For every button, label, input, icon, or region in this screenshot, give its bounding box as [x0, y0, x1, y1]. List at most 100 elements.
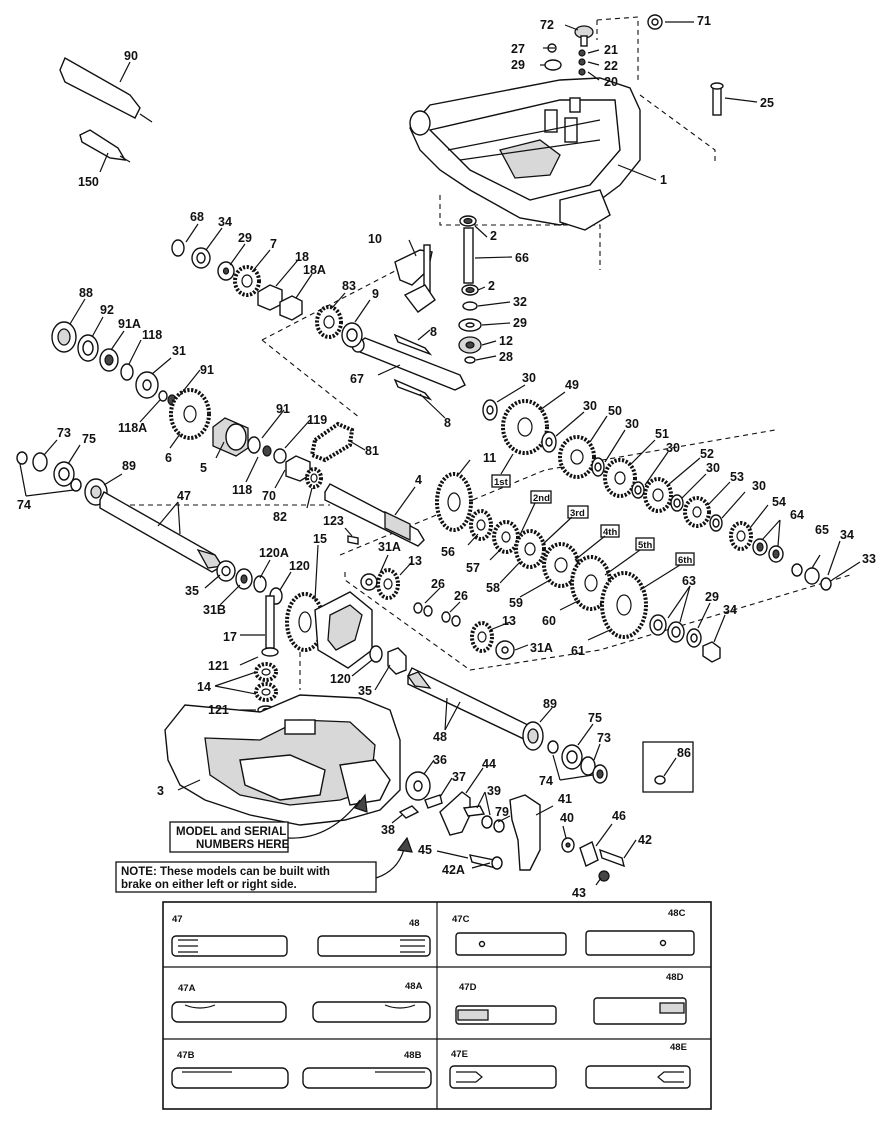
callout-64: 64	[790, 508, 804, 522]
callout-74-left: 74	[17, 498, 31, 512]
callout-118a: 118A	[118, 421, 147, 435]
callout-7: 7	[270, 237, 277, 251]
callout-5: 5	[200, 461, 207, 475]
callout-61: 61	[571, 644, 585, 658]
axle-spacers-left	[204, 559, 292, 606]
callout-29-top: 29	[511, 58, 525, 72]
countershaft-4	[324, 483, 425, 547]
shaft-label-47c: 47C	[452, 914, 470, 925]
callout-37: 37	[452, 770, 466, 784]
shaft-cell-47e-48e	[449, 1065, 691, 1089]
callout-51: 51	[655, 427, 669, 441]
brake-assembly-parts	[391, 759, 637, 886]
shift-fork-and-shaft	[351, 239, 466, 419]
callout-89-right: 89	[543, 697, 557, 711]
callout-120a: 120A	[259, 546, 289, 560]
callout-59: 59	[509, 596, 523, 610]
callout-75-right: 75	[588, 711, 602, 725]
callout-30-d: 30	[666, 441, 680, 455]
gear-label-4th: 4th	[603, 527, 617, 538]
callout-3: 3	[157, 784, 164, 798]
callout-121-upper: 121	[208, 659, 229, 673]
callout-13-lower: 13	[502, 614, 516, 628]
callout-90: 90	[124, 49, 138, 63]
callout-31: 31	[172, 344, 186, 358]
callout-68: 68	[190, 210, 204, 224]
callout-123: 123	[323, 514, 344, 528]
gear-label-2nd: 2nd	[533, 493, 550, 504]
callout-30-a: 30	[522, 371, 536, 385]
callout-35-left: 35	[185, 584, 199, 598]
model-serial-line-1: MODEL and SERIAL	[176, 826, 286, 838]
gear-stack-lower	[435, 459, 726, 663]
callout-79: 79	[495, 805, 509, 819]
shaft-label-47d: 47D	[459, 982, 477, 993]
callout-91a: 91A	[118, 317, 141, 331]
callout-34-right: 34	[840, 528, 854, 542]
callout-47: 47	[177, 489, 191, 503]
callout-46: 46	[612, 809, 626, 823]
callout-75-left: 75	[82, 432, 96, 446]
axle-47	[99, 491, 224, 573]
shaft-cell-47d-48d	[455, 997, 687, 1025]
callout-9: 9	[372, 287, 379, 301]
callout-54: 54	[772, 495, 786, 509]
callout-39: 39	[487, 784, 501, 798]
callout-31b: 31B	[203, 603, 226, 617]
gear-label-1st: 1st	[494, 477, 509, 488]
callout-83: 83	[342, 279, 356, 293]
shaft-cell-47a-48a	[171, 1001, 431, 1023]
shaft-table-labels: 47 48 47C 48C 47A 48A 47D 48D 47B 48B 47…	[172, 908, 687, 1061]
callout-17: 17	[223, 630, 237, 644]
note-texts: MODEL and SERIAL NUMBERS HERE NOTE: Thes…	[121, 826, 330, 891]
left-bearing-stack	[51, 298, 211, 449]
callout-12: 12	[499, 334, 513, 348]
sprocket-83-and-bearing-9	[315, 292, 371, 348]
callout-18a: 18A	[303, 263, 326, 277]
callout-82: 82	[273, 510, 287, 524]
callout-15: 15	[313, 532, 327, 546]
callout-27: 27	[511, 42, 525, 56]
callout-29-shifter: 29	[513, 316, 527, 330]
callout-60: 60	[542, 614, 556, 628]
part-86-box	[642, 741, 694, 793]
callout-92: 92	[100, 303, 114, 317]
grease-tube-parts	[59, 57, 153, 173]
callout-26-a: 26	[431, 577, 445, 591]
callout-13-upper: 13	[408, 554, 422, 568]
callout-14: 14	[197, 680, 211, 694]
upper-small-parts	[540, 14, 758, 181]
callout-34-top: 34	[218, 215, 232, 229]
shaft-label-48b: 48B	[404, 1050, 422, 1061]
shaft-cell-47c-48c	[455, 930, 695, 956]
callout-121-lower: 121	[208, 703, 229, 717]
callout-86: 86	[677, 746, 691, 760]
callout-20: 20	[604, 75, 618, 89]
callout-11: 11	[483, 451, 496, 465]
shaft-cell-47-48	[171, 935, 431, 957]
callout-1: 1	[660, 173, 667, 187]
callout-120-upper: 120	[289, 559, 310, 573]
callout-58: 58	[486, 581, 500, 595]
callout-91-upper: 91	[200, 363, 214, 377]
bevel-pinion-parts	[360, 554, 529, 660]
note-line-2: brake on either left or right side.	[121, 879, 297, 891]
callout-6: 6	[165, 451, 172, 465]
callout-42a: 42A	[442, 863, 465, 877]
callout-30-f: 30	[752, 479, 766, 493]
note-box	[115, 836, 413, 893]
mid-left-components	[212, 409, 366, 509]
callout-26-b: 26	[454, 589, 468, 603]
gear-label-5th: 5th	[638, 540, 652, 551]
shaft-label-48a: 48A	[405, 981, 423, 992]
gear-stack-upper	[482, 384, 861, 591]
callout-118-upper: 118	[142, 328, 162, 342]
callout-53: 53	[730, 470, 744, 484]
callout-89-left: 89	[122, 459, 136, 473]
callout-38: 38	[381, 823, 395, 837]
callout-2-mid: 2	[488, 279, 495, 293]
callout-25: 25	[760, 96, 774, 110]
callout-42: 42	[638, 833, 652, 847]
callout-65: 65	[815, 523, 829, 537]
